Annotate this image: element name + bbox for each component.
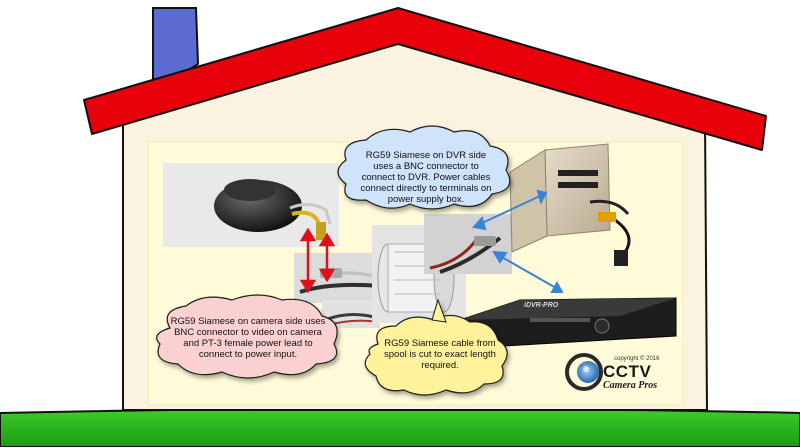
dvr-connector-photo [424,214,512,274]
bubble-camera-side-text: RG59 Siamese on camera side uses BNC con… [170,316,326,360]
bubble-dvr-side [337,125,511,210]
blue-arrows [472,189,564,293]
dvr-brand-label: iDVR-PRO [524,302,559,309]
grass [0,407,800,447]
dome-camera-photo [163,163,339,247]
bubble-spool-text: RG59 Siamese cable from spool is cut to … [384,338,496,371]
logo-line-2: Camera Pros [603,380,658,391]
logo-line-1: CCTV [603,362,652,381]
roof [83,7,767,151]
cctv-logo-emblem [565,353,603,391]
bubble-dvr-side-text: RG59 Siamese on DVR side uses a BNC conn… [360,150,492,205]
bubble-spool [364,298,508,396]
red-arrows [299,227,336,294]
logo-copyright: copyright © 2016 [614,356,660,362]
bubble-camera-side [156,294,338,379]
